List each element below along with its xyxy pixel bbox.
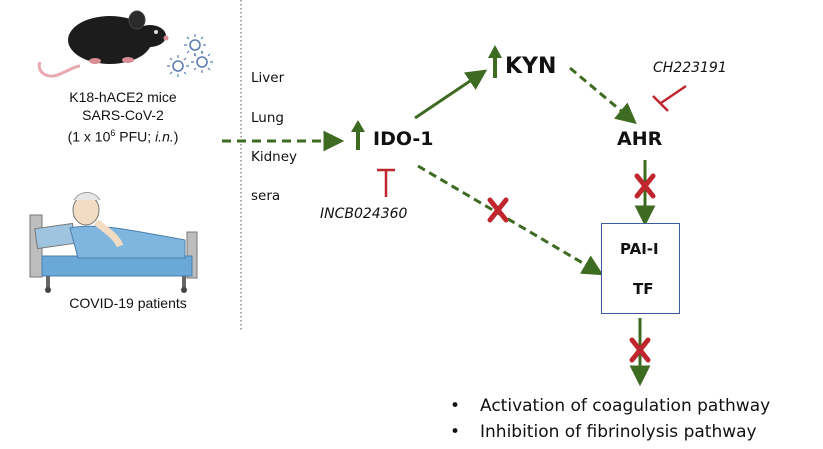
node-kyn: KYN	[505, 54, 557, 79]
mice-strain-text: K18-hACE2 mice	[69, 89, 177, 105]
node-ido1: IDO-1	[373, 128, 434, 150]
tissue-sera: sera	[251, 188, 281, 204]
inhibitor-bar-ido1	[377, 168, 395, 197]
target-genes-box	[601, 223, 680, 314]
block-x-icon	[634, 173, 656, 199]
list-item: •Activation of coagulation pathway	[450, 396, 771, 416]
up-arrow-icon	[488, 45, 502, 78]
tissue-lung: Lung	[251, 110, 284, 126]
block-x-icon	[487, 197, 509, 223]
virus-text: SARS-CoV-2	[82, 107, 164, 123]
arrow-kyn-ahr	[569, 66, 637, 125]
outcome-list: •Activation of coagulation pathway •Inhi…	[450, 393, 770, 445]
arrow-ido1-kyn	[414, 69, 488, 120]
patients-label: COVID-19 patients	[69, 295, 187, 311]
patient-bed-icon	[29, 192, 198, 293]
mouse-icon	[37, 10, 169, 78]
up-arrow-icon	[351, 120, 365, 150]
node-pai1: PAI-I	[620, 240, 659, 258]
list-item: •Inhibition of fibrinolysis pathway	[450, 422, 757, 442]
inhibitor-incb024360: INCB024360	[320, 206, 408, 222]
inhibitor-bar-ahr	[652, 84, 687, 112]
block-x-icon	[629, 337, 651, 363]
mice-label: K18-hACE2 mice SARS-CoV-2 (1 x 106 PFU; …	[28, 88, 218, 146]
node-tf: TF	[633, 280, 654, 298]
tissue-liver: Liver	[251, 70, 285, 86]
inhibitor-ch223191: CH223191	[653, 60, 727, 76]
node-ahr: AHR	[617, 128, 663, 150]
dose-text: (1 x 106 PFU; i.n.)	[67, 128, 179, 145]
tissue-kidney: Kidney	[251, 149, 298, 165]
virus-icon	[167, 34, 213, 77]
